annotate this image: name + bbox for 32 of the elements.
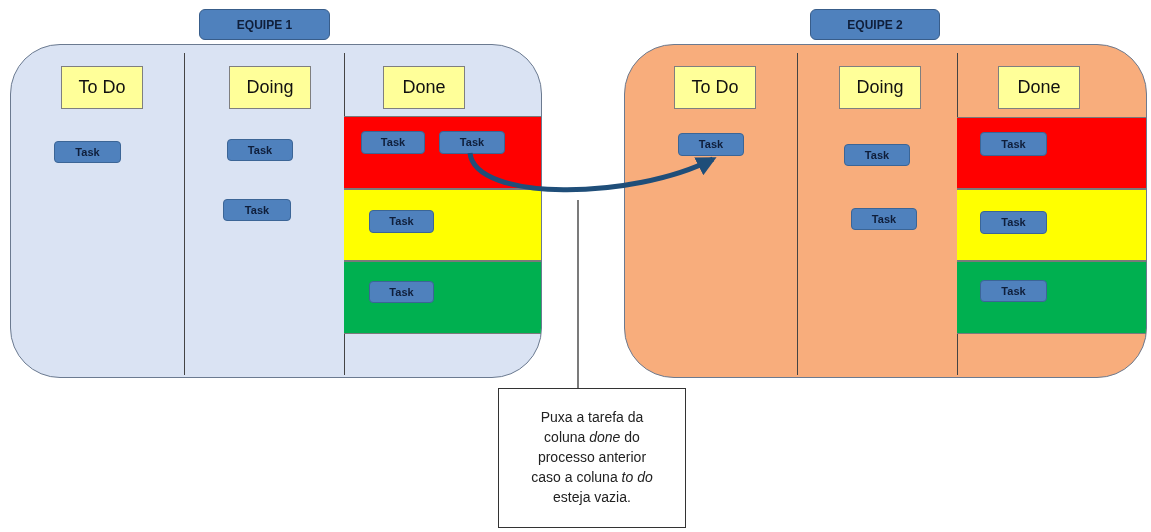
leader-line (577, 199, 579, 389)
task-card: Task (980, 132, 1047, 156)
status-band (957, 189, 1146, 261)
task-card: Task (361, 131, 425, 154)
status-band (957, 117, 1146, 189)
kanban-board (10, 44, 542, 378)
kanban-board (624, 44, 1147, 378)
task-card: Task (369, 281, 434, 303)
task-card: Task (369, 210, 434, 233)
status-band (344, 116, 541, 189)
column-header: Doing (229, 66, 311, 109)
status-band (957, 261, 1146, 334)
team-badge: EQUIPE 2 (810, 9, 940, 40)
team-badge: EQUIPE 1 (199, 9, 330, 40)
column-header: To Do (61, 66, 143, 109)
task-card: Task (844, 144, 910, 166)
task-card: Task (851, 208, 917, 230)
status-band (344, 189, 541, 261)
status-band (344, 261, 541, 334)
task-card: Task (223, 199, 291, 221)
column-header: Done (383, 66, 465, 109)
column-header: To Do (674, 66, 756, 109)
column-header: Done (998, 66, 1080, 109)
note-box: Puxa a tarefa da coluna done do processo anterior caso a coluna to do esteja vazia. (498, 388, 686, 528)
curved-arrow (467, 152, 717, 193)
task-card: Task (678, 133, 744, 156)
task-card: Task (227, 139, 293, 161)
task-card: Task (980, 280, 1047, 302)
task-card: Task (54, 141, 121, 163)
task-card: Task (980, 211, 1047, 234)
column-header: Doing (839, 66, 921, 109)
task-card: Task (439, 131, 505, 154)
